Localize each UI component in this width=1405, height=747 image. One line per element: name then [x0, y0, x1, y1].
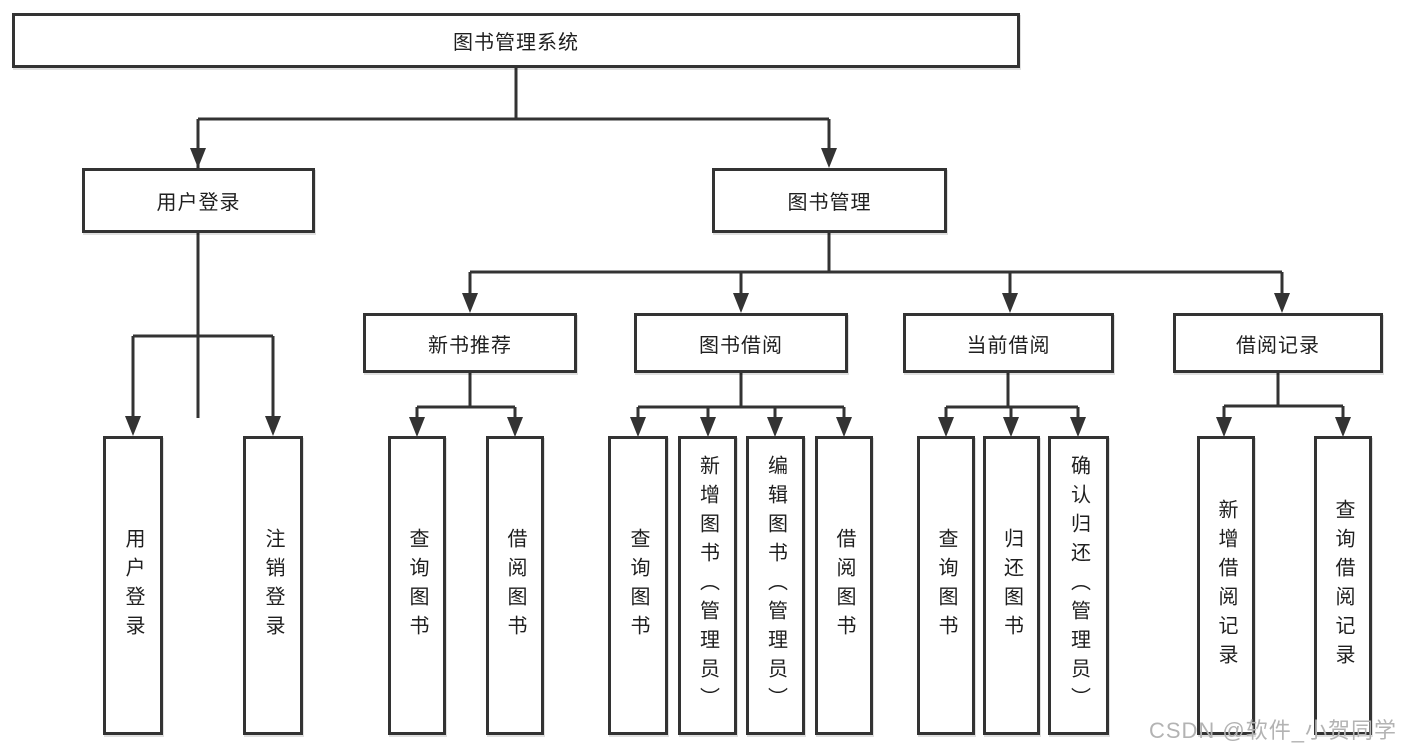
node-user-login: 用户登录	[82, 168, 315, 233]
leaf-add-borrow-record: 新增借阅记录	[1197, 436, 1255, 735]
connector-bookmgmt-to-level3	[462, 233, 1290, 313]
leaf-confirm-return-admin: 确认归还（管理员）	[1048, 436, 1109, 735]
node-label: 当前借阅	[966, 334, 1051, 357]
node-label: 用户登录	[156, 192, 241, 214]
leaf-return-books: 归还图书	[983, 436, 1040, 735]
node-label: 编辑图书（管理员）	[764, 455, 787, 716]
connector-root-to-level2	[190, 68, 837, 418]
connector-currentborrow-to-leaves	[938, 373, 1086, 437]
node-label: 图书借阅	[699, 334, 783, 357]
leaf-borrow-books-recommend: 借阅图书	[486, 436, 544, 735]
connector-newbooks-to-leaves	[409, 373, 523, 437]
node-book-management: 图书管理	[712, 168, 947, 233]
node-label: 图书管理系统	[453, 32, 579, 54]
node-label: 新增借阅记录	[1215, 498, 1237, 673]
leaf-logout: 注销登录	[243, 436, 303, 735]
node-label: 借阅记录	[1236, 334, 1320, 357]
node-label: 查询图书	[627, 527, 649, 644]
node-root-system: 图书管理系统	[12, 13, 1020, 68]
node-label: 图书管理	[787, 192, 872, 214]
node-label: 查询图书	[406, 527, 428, 644]
node-label: 归还图书	[1000, 527, 1023, 644]
node-label: 查询图书	[935, 527, 957, 644]
node-label: 确认归还（管理员）	[1067, 455, 1090, 716]
connector-bookborrow-to-leaves	[630, 373, 852, 437]
node-borrow-records: 借阅记录	[1173, 313, 1383, 373]
node-label: 借阅图书	[504, 527, 526, 644]
leaf-edit-books-admin: 编辑图书（管理员）	[746, 436, 805, 735]
leaf-query-books-recommend: 查询图书	[388, 436, 446, 735]
node-label: 借阅图书	[833, 527, 855, 644]
node-current-borrow: 当前借阅	[903, 313, 1114, 373]
node-new-book-recommend: 新书推荐	[363, 313, 577, 373]
leaf-add-books-admin: 新增图书（管理员）	[678, 436, 737, 735]
leaf-query-borrow-record: 查询借阅记录	[1314, 436, 1372, 735]
leaf-user-login: 用户登录	[103, 436, 163, 735]
node-label: 新书推荐	[428, 334, 512, 357]
connector-userlogin-to-leaves	[125, 233, 281, 436]
node-label: 新增图书（管理员）	[696, 455, 719, 716]
node-book-borrow: 图书借阅	[634, 313, 848, 373]
csdn-watermark: CSDN @软件_小贺同学	[1148, 718, 1397, 743]
leaf-query-books-current: 查询图书	[917, 436, 975, 735]
leaf-query-books-borrow: 查询图书	[608, 436, 668, 735]
node-label: 用户登录	[122, 527, 144, 644]
node-label: 注销登录	[262, 527, 284, 644]
leaf-borrow-books: 借阅图书	[815, 436, 873, 735]
node-label: 查询借阅记录	[1332, 498, 1354, 673]
connector-records-to-leaves	[1216, 373, 1351, 437]
